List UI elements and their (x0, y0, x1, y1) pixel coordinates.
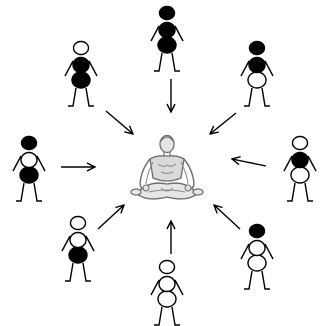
figure-legs (244, 271, 270, 289)
figure-legs (65, 263, 91, 281)
figure-torso (159, 23, 175, 38)
figure-legs (68, 88, 94, 106)
arrow-bottom-right-to-center (214, 205, 240, 229)
meditating-person-icon (131, 136, 203, 199)
arrow-bottom-left-to-center (98, 205, 124, 229)
figure-hips (72, 72, 90, 88)
meditator-head (160, 136, 174, 153)
figure-head (293, 137, 308, 150)
figure-head (74, 42, 89, 55)
figure-torso (159, 277, 175, 292)
figure-left (13, 137, 45, 202)
figure-bottom-left (62, 217, 94, 282)
figure-torso (70, 233, 86, 248)
arrow-right-to-center (232, 159, 266, 166)
meditator-torso (150, 156, 184, 181)
figure-hips (248, 255, 266, 271)
figure-legs (154, 307, 180, 325)
figure-legs (244, 88, 270, 106)
figure-legs (154, 53, 180, 71)
figure-hips (291, 167, 309, 183)
figure-hips (20, 167, 38, 183)
meditator-right-hand (185, 185, 191, 191)
figure-top (151, 7, 183, 72)
meditator-right-foot (193, 189, 203, 195)
figure-top-right (241, 42, 273, 107)
figure-head (71, 217, 86, 230)
meditator-left-hand (143, 185, 149, 191)
figure-hips (158, 291, 176, 307)
figure-torso (292, 153, 308, 168)
figure-head (250, 225, 265, 238)
figure-bottom (151, 261, 183, 326)
figure-legs (287, 183, 313, 201)
arrow-top-left-to-center (106, 111, 133, 134)
figure-hips (69, 247, 87, 263)
figure-torso (249, 241, 265, 256)
figure-head (22, 137, 37, 150)
figure-head (160, 261, 175, 274)
figure-legs (16, 183, 42, 201)
figure-top-left (65, 42, 97, 107)
figure-torso (21, 153, 37, 168)
figure-hips (248, 72, 266, 88)
meditator-left-foot (131, 189, 141, 195)
figure-torso (249, 58, 265, 73)
figure-torso (73, 58, 89, 73)
figure-head (160, 7, 175, 20)
arrow-top-right-to-center (210, 113, 236, 134)
figure-bottom-right (241, 225, 273, 290)
figure-right (284, 137, 316, 202)
figure-head (250, 42, 265, 55)
figure-hips (158, 37, 176, 53)
